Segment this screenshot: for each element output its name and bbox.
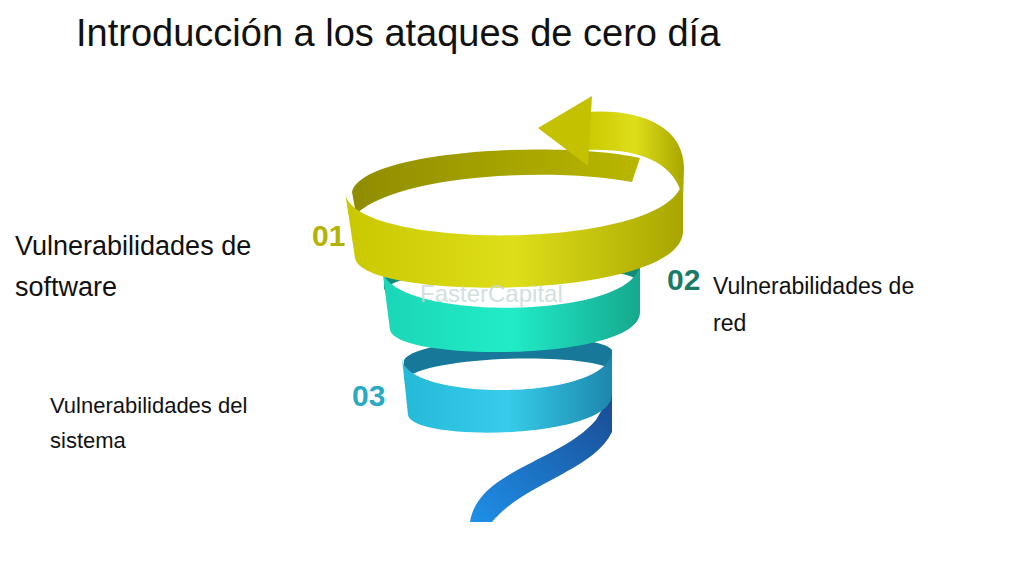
arrow-head <box>538 96 592 166</box>
item-label: Vulnerabilidades de red <box>713 268 948 342</box>
spiral-band-back <box>352 149 640 214</box>
callout-number: 03 <box>352 378 412 414</box>
arrow-ribbon <box>585 111 684 200</box>
item-label: Vulnerabilidades del sistema <box>50 388 312 458</box>
item-label: Vulnerabilidades de software <box>15 226 305 307</box>
diagram-title: Introducción a los ataques de cero día <box>76 12 720 55</box>
spiral-band <box>345 178 683 288</box>
callout-number: 01 <box>312 218 372 254</box>
spiral-band <box>402 350 612 433</box>
watermark: FasterCapital <box>420 280 640 309</box>
